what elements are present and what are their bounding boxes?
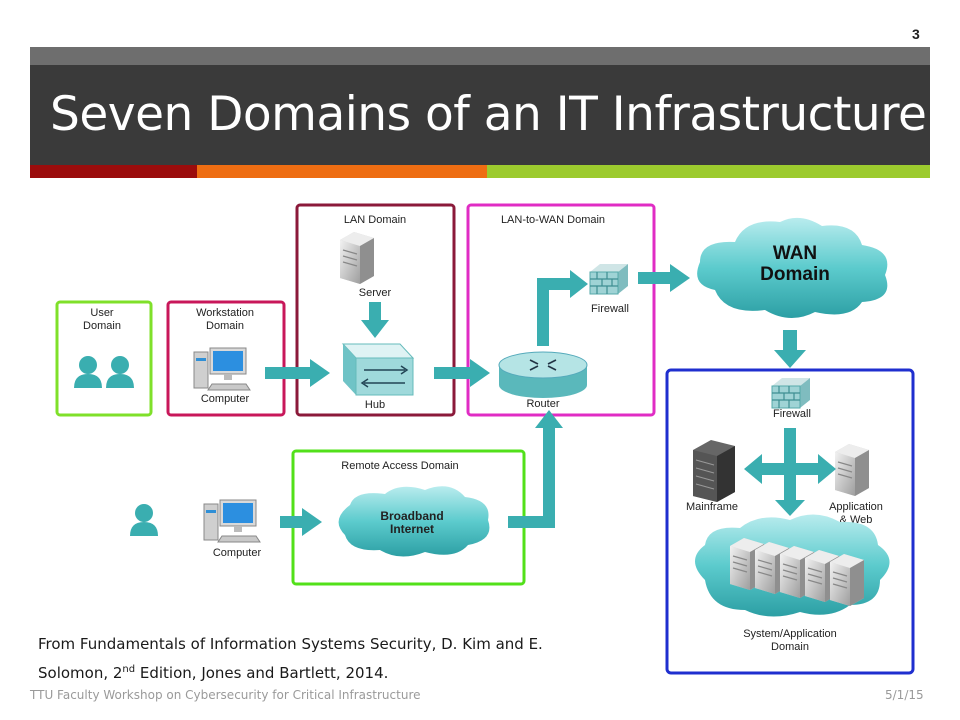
server-label: Server xyxy=(359,287,392,299)
firewall-icon xyxy=(589,263,629,295)
footer-date: 5/1/15 xyxy=(885,688,924,702)
wan-cloud-icon xyxy=(697,217,888,319)
remote-computer-label: Computer xyxy=(213,547,262,559)
workstation-domain-box xyxy=(166,300,286,417)
mainframe-label: Mainframe xyxy=(686,501,738,513)
lan-domain-label: LAN Domain xyxy=(344,214,406,226)
accent-bar-green xyxy=(487,165,930,178)
slide-number: 3 xyxy=(912,26,920,42)
app-web-server-icon xyxy=(834,443,870,497)
lan-domain-box xyxy=(295,203,456,417)
remote-computer-icon xyxy=(203,499,261,543)
arrow-router-to-firewall xyxy=(537,270,588,346)
caption-line-1: From Fundamentals of Information Systems… xyxy=(38,635,543,653)
header-stripe xyxy=(30,47,930,65)
router-icon xyxy=(498,351,588,398)
mainframe-icon xyxy=(693,440,735,502)
hub-icon xyxy=(341,343,415,396)
arrow-computer-to-hub xyxy=(265,359,330,387)
flow-arrows xyxy=(265,264,836,536)
router-label: Router xyxy=(526,398,559,410)
app-server-icon xyxy=(829,553,865,607)
computer-label: Computer xyxy=(201,393,250,405)
caption-line-2-post: Edition, Jones and Bartlett, 2014. xyxy=(135,664,389,682)
firewall-label: Firewall xyxy=(591,303,629,315)
server-icon xyxy=(339,231,375,285)
system-firewall-label: Firewall xyxy=(773,408,811,420)
slide-title: Seven Domains of an IT Infrastructure xyxy=(50,87,927,142)
user-person-icon xyxy=(74,356,102,388)
arrow-system-cross xyxy=(744,428,836,516)
hub-label: Hub xyxy=(365,399,385,411)
broadband-cloud-icon xyxy=(338,486,490,557)
lan-to-wan-domain-label: LAN-to-WAN Domain xyxy=(501,214,605,226)
arrow-wan-to-system xyxy=(774,330,806,368)
caption-superscript: nd xyxy=(122,664,136,675)
title-bar: Seven Domains of an IT Infrastructure xyxy=(30,65,930,165)
arrow-firewall-to-wan xyxy=(638,264,690,292)
arrow-computer-to-broadband xyxy=(280,508,322,536)
user-person-icon xyxy=(106,356,134,388)
accent-bar-orange xyxy=(197,165,487,178)
system-application-domain-box xyxy=(665,368,915,675)
remote-user-icon xyxy=(130,504,158,536)
lan-to-wan-domain-box xyxy=(466,203,656,417)
footer-event: TTU Faculty Workshop on Cybersecurity fo… xyxy=(30,688,421,702)
arrow-server-to-hub xyxy=(361,302,389,338)
remote-access-domain-label: Remote Access Domain xyxy=(341,460,458,472)
user-domain-box xyxy=(55,300,153,417)
computer-icon xyxy=(193,347,251,391)
arrow-broadband-to-router xyxy=(508,410,563,528)
system-firewall-icon xyxy=(771,377,811,409)
caption-line-2-pre: Solomon, 2 xyxy=(38,664,123,682)
arrow-hub-to-router xyxy=(434,359,490,387)
source-caption: From Fundamentals of Information Systems… xyxy=(38,631,658,686)
accent-bar-red xyxy=(30,165,197,178)
